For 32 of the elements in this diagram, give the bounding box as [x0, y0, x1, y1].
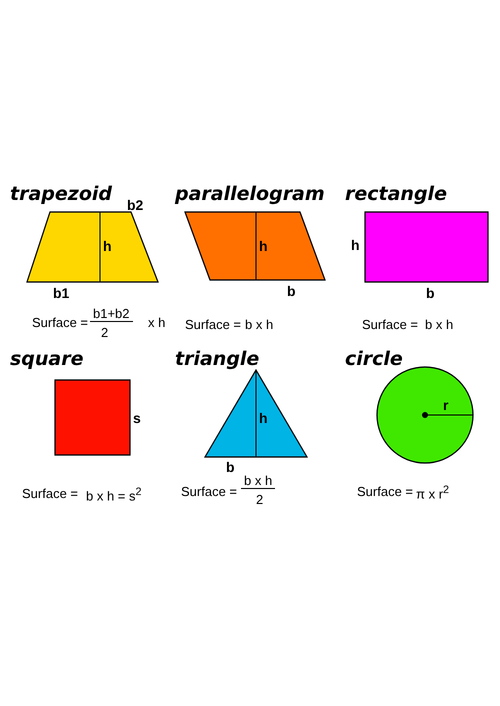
shape-name: rectangle — [345, 183, 447, 205]
dimension-label: r — [443, 397, 448, 413]
formula-text: b x h — [245, 317, 274, 332]
formula-text: Surface = — [185, 317, 242, 332]
formula-text: b x h — [425, 317, 454, 332]
formula-text: b x h = s$^{2}$ — [86, 486, 142, 504]
shape-name: triangle — [175, 348, 260, 370]
dimension-label: s — [133, 410, 141, 426]
fraction-numerator: b1+b2 — [90, 306, 133, 322]
dimension-label: b — [287, 283, 296, 299]
fraction-numerator: b x h — [241, 473, 276, 489]
formula-text: Surface = — [181, 484, 238, 499]
dimension-label: h — [259, 410, 268, 426]
shape-name: circle — [345, 348, 403, 370]
dimension-label: h — [103, 238, 112, 254]
formula-text: Surface = — [362, 317, 418, 332]
dimension-label: b2 — [127, 197, 144, 213]
formula-text: x h — [148, 315, 166, 330]
formula-text: 2 — [101, 325, 108, 340]
shape-name: parallelogram — [175, 183, 325, 205]
dimension-label: h — [351, 237, 360, 253]
formula-text: Surface = — [22, 486, 78, 501]
formula-text: Surface = — [32, 315, 88, 330]
dimension-label: h — [259, 238, 268, 254]
dimension-label: b — [426, 285, 435, 301]
formula-text: π x r$^{2}$ — [416, 484, 450, 502]
formula-text: Surface = — [357, 484, 414, 499]
shape-name: trapezoid — [10, 183, 112, 205]
formula-text: 2 — [256, 492, 264, 507]
shape-name: square — [10, 348, 84, 370]
dimension-label: b1 — [53, 285, 70, 301]
dimension-label: b — [226, 459, 235, 475]
